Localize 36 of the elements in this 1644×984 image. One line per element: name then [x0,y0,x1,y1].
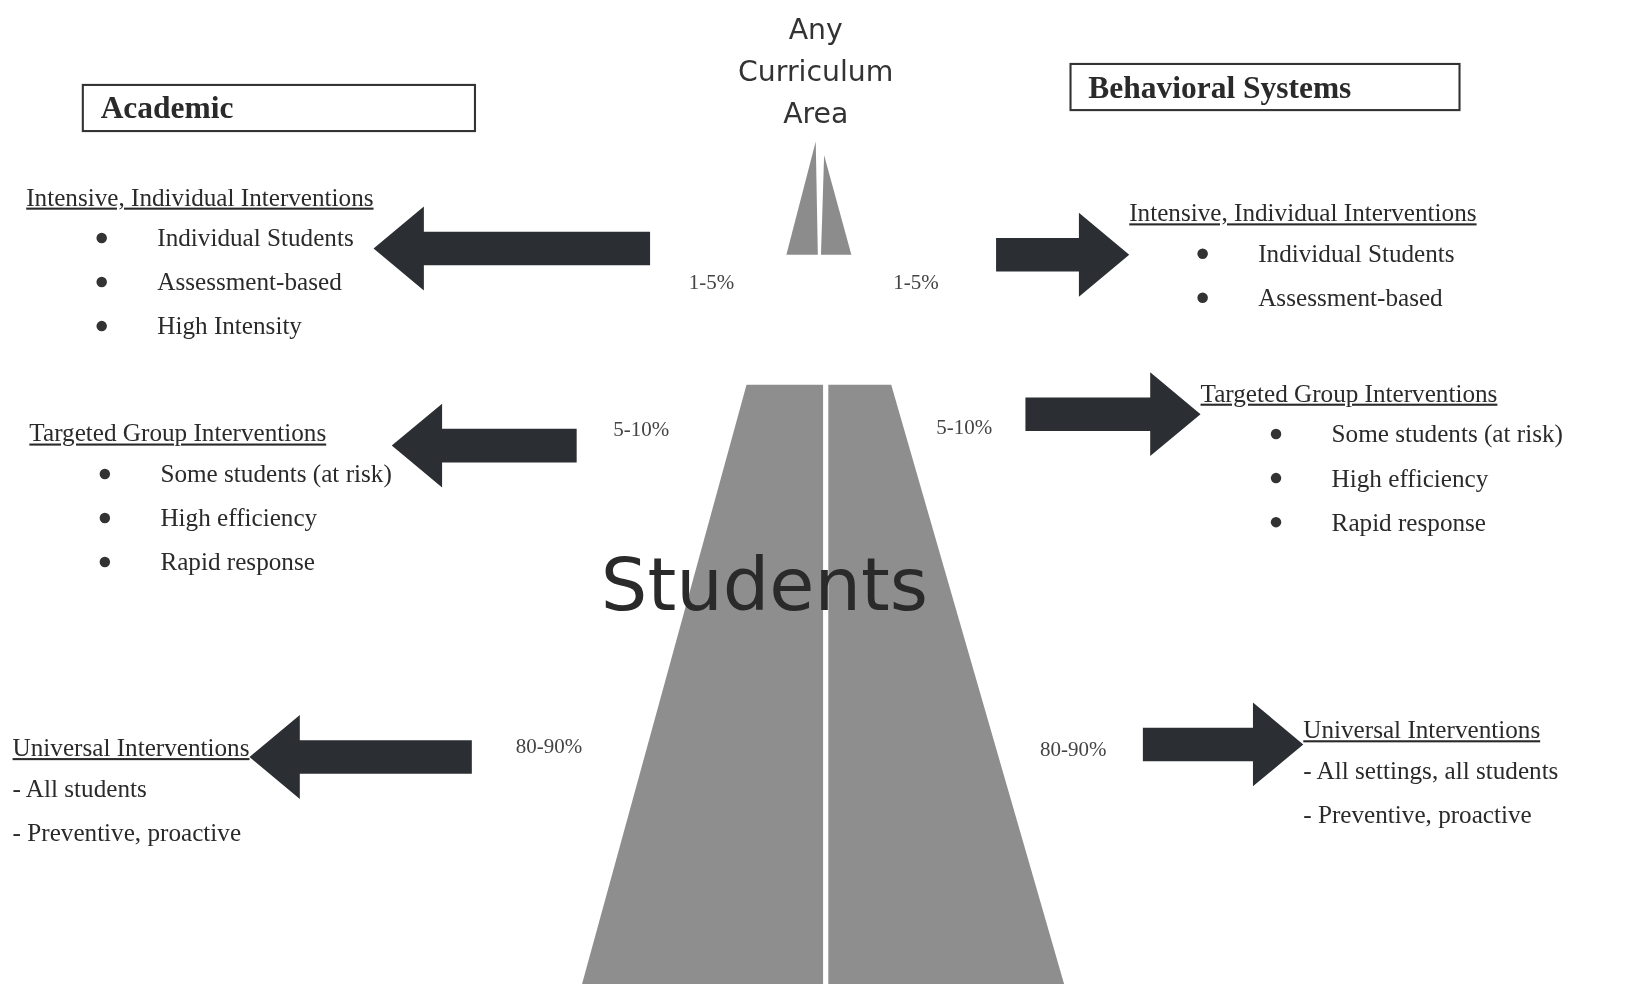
percentage-label: 80-90% [1040,737,1107,762]
percentage-label: 5-10% [613,417,670,442]
list-item: Some students (at risk) [160,459,392,490]
list-item: Individual Students [157,223,354,254]
block-arrow [391,403,577,488]
list-item: - Preventive, proactive [1303,800,1532,831]
list-item: High efficiency [160,503,318,534]
section-heading: Intensive, Individual Interventions [1129,199,1477,228]
list-item: Assessment-based [1258,283,1443,314]
list-item: - Preventive, proactive [12,817,242,849]
list-item: Rapid response [1331,507,1487,538]
percentage-label: 1-5% [893,270,939,295]
percentage-label: 1-5% [688,270,735,295]
list-item: Some students (at risk) [1331,419,1563,450]
block-arrow [249,715,472,799]
section-heading: Targeted Group Interventions [1200,379,1498,408]
section-heading: Universal Interventions [12,733,250,763]
block-arrow [373,206,651,291]
block-arrow [1025,372,1201,457]
section-heading: Intensive, Individual Interventions [26,183,374,212]
block-arrow [1142,702,1304,787]
list-item: High efficiency [1331,463,1489,494]
section-heading: Universal Interventions [1303,716,1541,745]
list-item: Assessment-based [157,267,342,298]
heading-box: Academic [81,83,476,133]
section-heading: Targeted Group Interventions [29,419,327,448]
block-arrow [996,212,1130,297]
list-item: High Intensity [157,311,302,342]
list-item: - All settings, all students [1303,756,1559,787]
list-item: Individual Students [1258,239,1455,270]
list-item: Rapid response [160,547,315,578]
list-item: - All students [12,773,147,805]
percentage-label: 80-90% [515,733,583,759]
heading-box: Behavioral Systems [1069,62,1461,112]
area-label: Any Curriculum Area [737,11,895,131]
percentage-label: 5-10% [936,415,993,440]
